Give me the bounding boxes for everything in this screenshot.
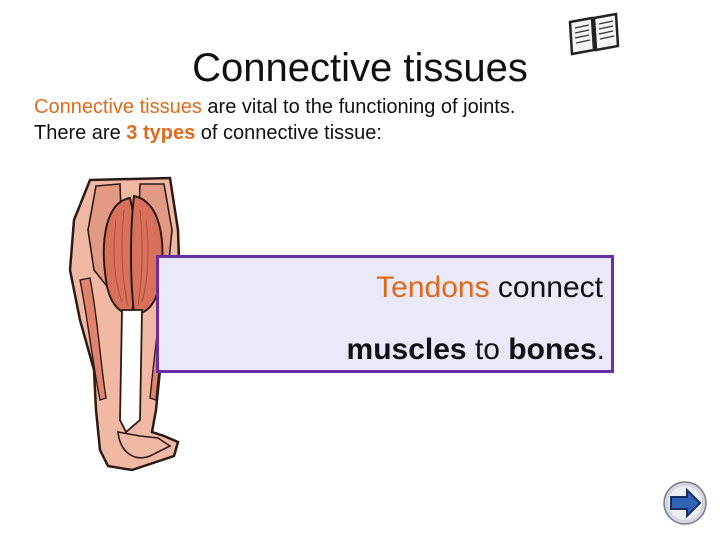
intro-line-2: There are 3 types of connective tissue: bbox=[34, 120, 694, 146]
bones-term: bones bbox=[508, 333, 597, 366]
slide-title: Connective tissues bbox=[192, 46, 528, 90]
to-text: to bbox=[466, 333, 509, 366]
intro-line-1-text: are vital to the functioning of joints. bbox=[201, 96, 516, 118]
period-text: . bbox=[596, 333, 605, 366]
intro-line-1: Connective tissues are vital to the func… bbox=[34, 94, 694, 120]
connect-text: connect bbox=[489, 271, 603, 304]
next-arrow-icon[interactable] bbox=[662, 480, 708, 526]
tendons-term: Tendons bbox=[376, 271, 490, 304]
book-icon bbox=[568, 12, 620, 56]
connective-tissues-highlight: Connective tissues bbox=[34, 96, 202, 118]
types-count-highlight: 3 types bbox=[126, 122, 196, 144]
info-line-1: Tendons connect bbox=[376, 270, 603, 306]
intro-line-2-suffix: of connective tissue: bbox=[195, 122, 382, 144]
intro-line-2-prefix: There are bbox=[34, 122, 127, 144]
info-line-2: muscles to bones. bbox=[347, 332, 605, 368]
tendons-info-box: Tendons connect muscles to bones. bbox=[156, 255, 614, 373]
muscles-term: muscles bbox=[346, 333, 467, 366]
intro-text: Connective tissues are vital to the func… bbox=[34, 94, 694, 146]
